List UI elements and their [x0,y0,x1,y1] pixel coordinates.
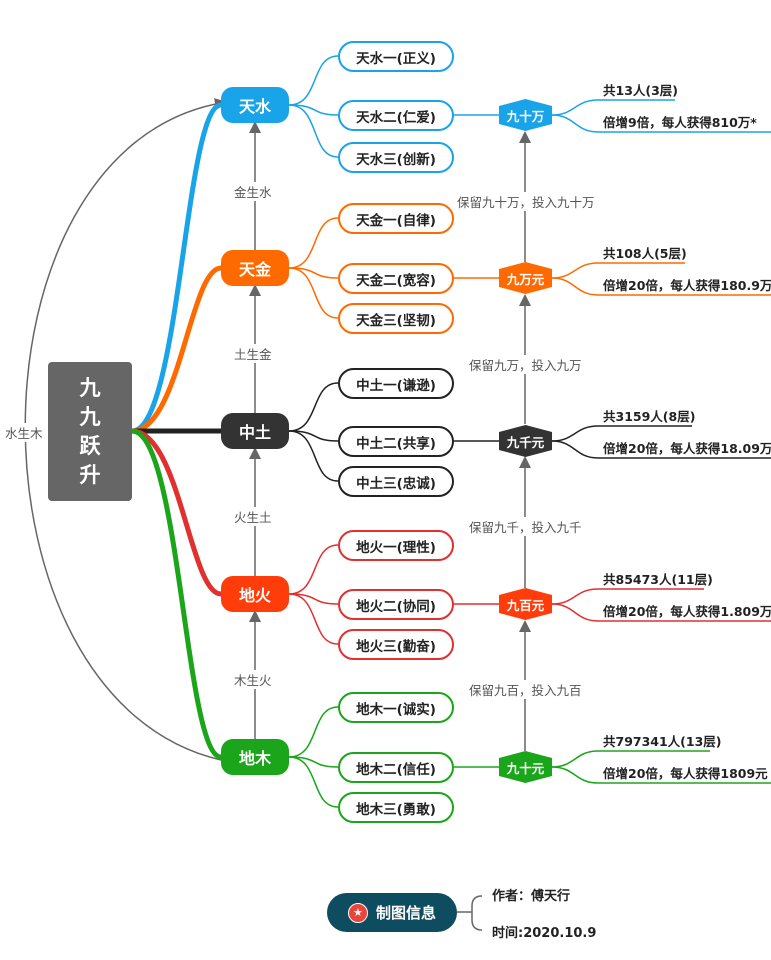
leaf-node[interactable]: 地木三(勇敢) [338,792,454,823]
count-info: 共85473人(11层) [603,572,713,587]
cycle-label: 土生金 [232,344,274,363]
leaf-node[interactable]: 地火二(协同) [338,589,454,620]
cycle-label-water-wood: 水生木 [3,423,45,442]
node-tianshui[interactable]: 天水 [221,87,289,123]
leaf-node[interactable]: 天水二(仁爱) [338,100,454,131]
stage-node[interactable]: 九万元 [499,262,552,294]
gain-info: 倍增20倍，每人获得18.09万 [603,441,771,456]
node-zhongtu[interactable]: 中土 [221,413,289,449]
leaf-node[interactable]: 天水一(正义) [338,41,454,72]
gain-info: 倍增9倍，每人获得810万* [603,115,757,130]
root-char: 九 [79,404,101,429]
node-tianjin[interactable]: 天金 [221,250,289,286]
root-char: 九 [79,375,101,400]
leaf-node[interactable]: 地火三(勤奋) [338,629,454,660]
node-dimu[interactable]: 地木 [221,739,289,775]
count-info: 共3159人(8层) [603,409,696,424]
node-dihuo[interactable]: 地火 [221,576,289,612]
gain-info: 倍增20倍，每人获得1809元 [603,766,768,781]
root-char: 升 [79,462,101,487]
gain-info: 倍增20倍，每人获得1.809万 [603,604,771,619]
cycle-label: 火生土 [232,507,274,526]
cycle-label: 木生火 [232,670,274,689]
gain-info: 倍增20倍，每人获得180.9万 [603,278,771,293]
root-char: 跃 [79,433,101,458]
star-icon: ★ [347,902,368,923]
map-info-label: 制图信息 [375,904,436,922]
author-info: 作者：傅天行 [492,889,571,904]
leaf-node[interactable]: 地木一(诚实) [338,692,454,723]
leaf-node[interactable]: 地木二(信任) [338,752,454,783]
leaf-node[interactable]: 天金一(自律) [338,203,454,234]
stage-node[interactable]: 九千元 [499,425,552,457]
invest-label: 保留九百，投入九百 [467,680,584,699]
stage-node[interactable]: 九十元 [499,751,552,783]
stage-node[interactable]: 九十万 [499,99,552,131]
leaf-node[interactable]: 天金三(坚韧) [338,303,454,334]
leaf-node[interactable]: 中土一(谦逊) [338,368,454,399]
leaf-node[interactable]: 中土二(共享) [338,426,454,457]
leaf-node[interactable]: 中土三(忠诚) [338,466,454,497]
count-info: 共13人(3层) [603,83,679,98]
cycle-label: 金生水 [232,182,274,201]
root-node[interactable]: 九 九 跃 升 [48,362,132,501]
leaf-node[interactable]: 地火一(理性) [338,530,454,561]
leaf-node[interactable]: 天水三(创新) [338,142,454,173]
invest-label: 保留九万，投入九万 [467,355,584,374]
invest-label: 保留九十万，投入九十万 [455,192,597,211]
count-info: 共797341人(13层) [603,734,722,749]
time-info: 时间:2020.10.9 [492,926,597,941]
map-info-node[interactable]: ★ 制图信息 [327,893,457,932]
count-info: 共108人(5层) [603,246,687,261]
leaf-node[interactable]: 天金二(宽容) [338,263,454,294]
invest-label: 保留九千，投入九千 [467,517,584,536]
stage-node[interactable]: 九百元 [499,588,552,620]
